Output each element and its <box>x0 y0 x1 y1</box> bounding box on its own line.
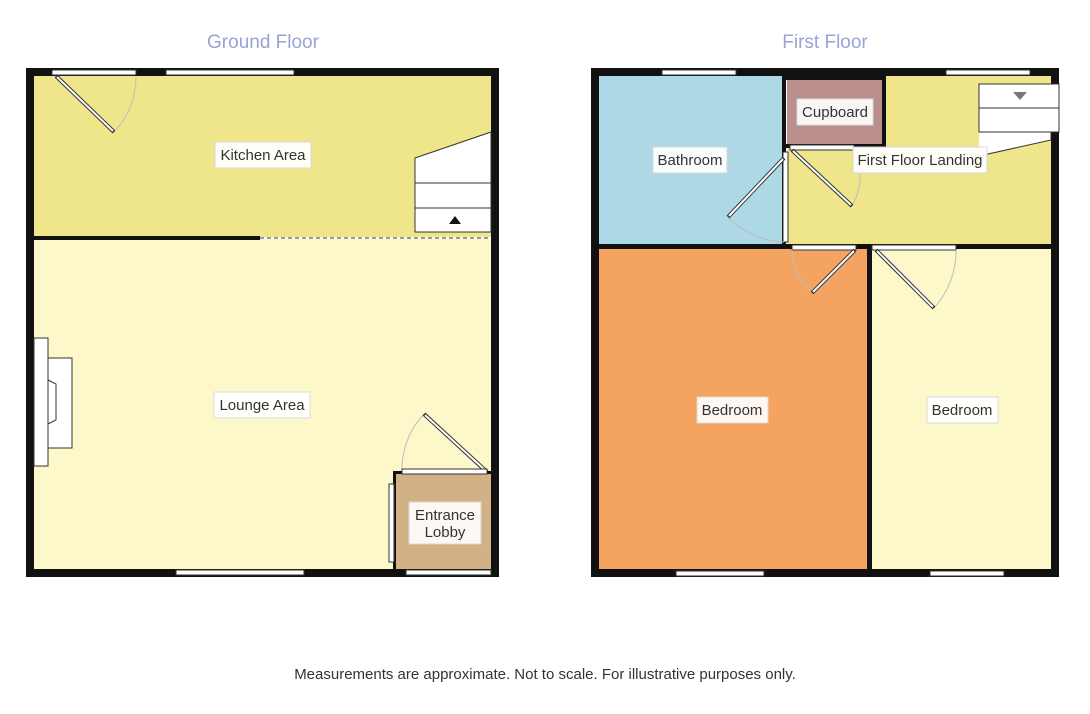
bathroom-door-leaf-inner <box>728 158 784 217</box>
ground-staircase <box>414 131 492 233</box>
lobby-inner-door-leaf-inner <box>424 414 487 472</box>
bedroom-right-door-leaf-inner <box>876 250 934 308</box>
lobby-inner-door-frame <box>401 468 488 475</box>
stair-down-arrow-icon <box>1013 92 1027 100</box>
fireplace-grate <box>47 379 57 425</box>
kitchen-lounge-wall <box>34 236 260 240</box>
svg-text:Lounge Area: Lounge Area <box>219 397 305 414</box>
bedroom-left-door-swing <box>791 249 813 294</box>
svg-text:Entrance: Entrance <box>415 507 475 524</box>
first-wall-right <box>1051 68 1059 577</box>
bathroom-door-frame <box>782 151 789 243</box>
kitchen-door-frame <box>51 69 137 76</box>
bedroom-right-label: Bedroom <box>926 396 999 424</box>
fireplace <box>33 337 73 467</box>
svg-text:Bedroom: Bedroom <box>702 402 763 419</box>
stair-down-lower <box>978 131 1052 157</box>
entrance-lobby-label: Entrance Lobby <box>408 501 482 545</box>
first-staircase <box>978 83 1060 157</box>
cupboard-label: Cupboard <box>796 98 874 126</box>
ground-wall-left <box>26 68 34 577</box>
svg-text:Kitchen Area: Kitchen Area <box>220 147 306 164</box>
ground-floor-title: Ground Floor <box>207 32 320 53</box>
bedroom-left-door-leaf-inner <box>812 250 855 293</box>
bathroom-window <box>661 69 737 76</box>
ground-wall-right <box>491 68 499 577</box>
lobby-front-door <box>405 569 492 576</box>
bedroom-left-window <box>675 570 765 577</box>
cupboard-wall-top <box>784 76 885 80</box>
bathroom-label: Bathroom <box>652 146 728 174</box>
bedroom-right-door-frame <box>871 244 957 251</box>
bedroom-divider-wall <box>867 249 872 569</box>
cupboard-door-leaf-inner <box>792 150 852 206</box>
svg-text:Cupboard: Cupboard <box>802 104 868 121</box>
first-floor-title: First Floor <box>782 32 868 53</box>
kitchen-window <box>165 69 295 76</box>
bedroom-left-door-frame <box>791 244 857 251</box>
bedroom-right-door-swing <box>933 249 957 309</box>
bathroom-door-swing <box>727 216 785 243</box>
kitchen-door-swing <box>113 75 137 133</box>
first-floor: Cupboard Bathroom First Floor Landing Be… <box>591 68 1060 577</box>
svg-text:Lobby: Lobby <box>425 524 466 541</box>
bedroom-left-label: Bedroom <box>696 396 769 424</box>
kitchen-door-leaf-inner <box>56 76 114 132</box>
lobby-side-door <box>388 483 395 563</box>
lounge-area-label: Lounge Area <box>213 391 311 419</box>
fireplace-hearth <box>33 337 49 467</box>
fireplace-surround <box>47 357 73 449</box>
bedroom-right-window <box>929 570 1005 577</box>
landing-window <box>945 69 1031 76</box>
first-floor-landing-label: First Floor Landing <box>852 146 988 174</box>
first-wall-left <box>591 68 599 577</box>
kitchen-area-label: Kitchen Area <box>214 141 312 169</box>
first-wall-top <box>591 68 1059 76</box>
svg-text:First Floor Landing: First Floor Landing <box>857 152 982 169</box>
cupboard-wall-right <box>882 76 886 148</box>
cupboard-door-frame <box>789 144 855 151</box>
lounge-window <box>175 569 305 576</box>
stair-up-arrow-icon <box>449 216 461 224</box>
svg-text:Bathroom: Bathroom <box>657 152 722 169</box>
lobby-inner-door-swing <box>401 413 425 473</box>
svg-text:Bedroom: Bedroom <box>932 402 993 419</box>
disclaimer-footer: Measurements are approximate. Not to sca… <box>294 666 796 683</box>
first-wall-bottom <box>591 569 1059 577</box>
stair-outline <box>414 131 492 233</box>
ground-floor: Kitchen Area Lounge Area Entrance Lobby <box>26 68 499 577</box>
